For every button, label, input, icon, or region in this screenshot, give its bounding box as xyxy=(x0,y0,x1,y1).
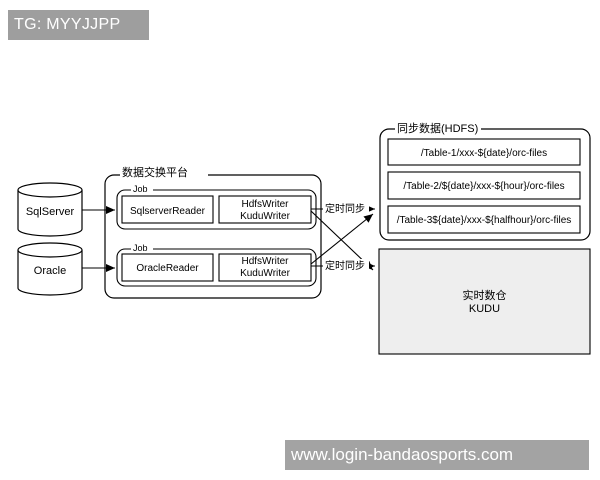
oracle-reader-label: OracleReader xyxy=(136,263,199,274)
job-2: Job OracleReader HdfsWriter KuduWriter xyxy=(116,243,317,287)
hdfs-file-1-box xyxy=(387,138,581,166)
hdfs-file-3: /Table-3${date}/xxx-${halfhour}/orc-file… xyxy=(397,215,572,226)
kudu-warehouse: 实时数仓 KUDU xyxy=(378,248,591,355)
job-2-writer-line2: KuduWriter xyxy=(240,268,291,279)
job-1-label: Job xyxy=(133,184,148,194)
sync-label-1: 定时同步 xyxy=(325,202,365,215)
platform-title: 数据交换平台 xyxy=(122,165,188,179)
kudu-line1: 实时数仓 xyxy=(463,288,507,302)
exchange-platform: 数据交换平台 xyxy=(104,165,322,299)
hdfs-file-2: /Table-2/${date}/xxx-${hour}/orc-files xyxy=(403,181,564,192)
hdfs-container: 同步数据(HDFS) /Table-1/xxx-${date}/orc-file… xyxy=(379,121,591,241)
job-1-writer-line1: HdfsWriter xyxy=(241,199,289,210)
job-1-writer-box xyxy=(218,195,312,224)
kudu-box xyxy=(378,248,591,355)
oracle-database: Oracle xyxy=(17,242,83,296)
oracle-label: Oracle xyxy=(34,265,66,277)
sync-label-2: 定时同步 xyxy=(325,259,365,272)
watermark-top: TG: MYYJJPP xyxy=(8,10,149,40)
hdfs-title: 同步数据(HDFS) xyxy=(397,121,478,135)
hdfs-file-3-box xyxy=(387,205,581,234)
job-1: Job SqlserverReader HdfsWriter KuduWrite… xyxy=(116,184,317,230)
job-2-to-hdfs-arrow xyxy=(310,213,374,265)
sqlserver-database: SqlServer xyxy=(17,182,83,237)
sqlserver-label: SqlServer xyxy=(26,206,75,218)
hdfs-file-2-box xyxy=(387,171,581,200)
sqlserver-reader-label: SqlserverReader xyxy=(130,206,206,217)
oracle-reader-box xyxy=(121,253,214,282)
hdfs-file-1: /Table-1/xxx-${date}/orc-files xyxy=(421,148,547,159)
job-2-label: Job xyxy=(133,243,148,253)
sqlserver-reader-box xyxy=(121,195,214,224)
job-2-writer-box xyxy=(218,253,312,282)
kudu-line2: KUDU xyxy=(469,303,500,315)
job-1-writer-line2: KuduWriter xyxy=(240,211,291,222)
watermark-bottom: www.login-bandaosports.com xyxy=(285,440,589,470)
job-2-writer-line1: HdfsWriter xyxy=(241,256,289,267)
